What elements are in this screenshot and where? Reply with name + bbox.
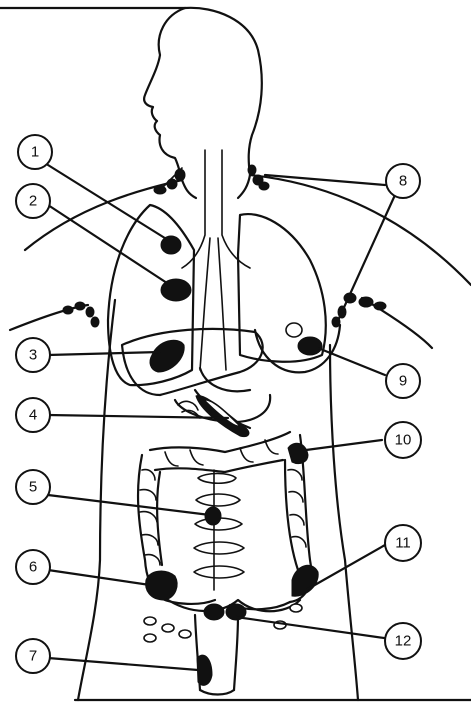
breast	[255, 323, 340, 372]
callout-10-label: 10	[395, 432, 412, 449]
callout-6-label: 6	[29, 559, 37, 576]
callout-2: 2	[16, 184, 50, 218]
callout-7-label: 7	[29, 648, 37, 665]
callout-10: 10	[385, 422, 421, 458]
spine	[194, 470, 244, 590]
site-3	[150, 340, 184, 372]
callout-6: 6	[16, 550, 50, 584]
site-5	[205, 507, 221, 525]
callout-11: 11	[385, 525, 421, 561]
callout-11-label: 11	[395, 535, 411, 552]
callout-8-label: 8	[399, 173, 407, 190]
callout-12-label: 12	[395, 633, 412, 650]
site-12a	[204, 604, 224, 620]
callout-7: 7	[16, 639, 50, 673]
callout-5: 5	[16, 470, 50, 504]
head-outline	[144, 8, 262, 198]
callout-4-label: 4	[29, 407, 37, 424]
site-9	[298, 337, 322, 355]
callout-12: 12	[385, 623, 421, 659]
lungs	[108, 205, 326, 385]
callout-2-label: 2	[29, 193, 37, 210]
callout-5-label: 5	[29, 479, 37, 496]
site-10	[288, 443, 308, 463]
callout-1-label: 1	[31, 144, 39, 161]
callout-1: 1	[18, 135, 52, 169]
site-7	[197, 655, 212, 685]
site-11	[292, 565, 318, 596]
callout-3-label: 3	[29, 347, 37, 364]
callout-3: 3	[16, 338, 50, 372]
callout-8: 8	[386, 164, 420, 198]
callout-4: 4	[16, 398, 50, 432]
leader-lines	[48, 165, 395, 670]
callout-9-label: 9	[399, 373, 407, 390]
callout-9: 9	[386, 364, 420, 398]
metastasis-sites	[146, 236, 322, 685]
